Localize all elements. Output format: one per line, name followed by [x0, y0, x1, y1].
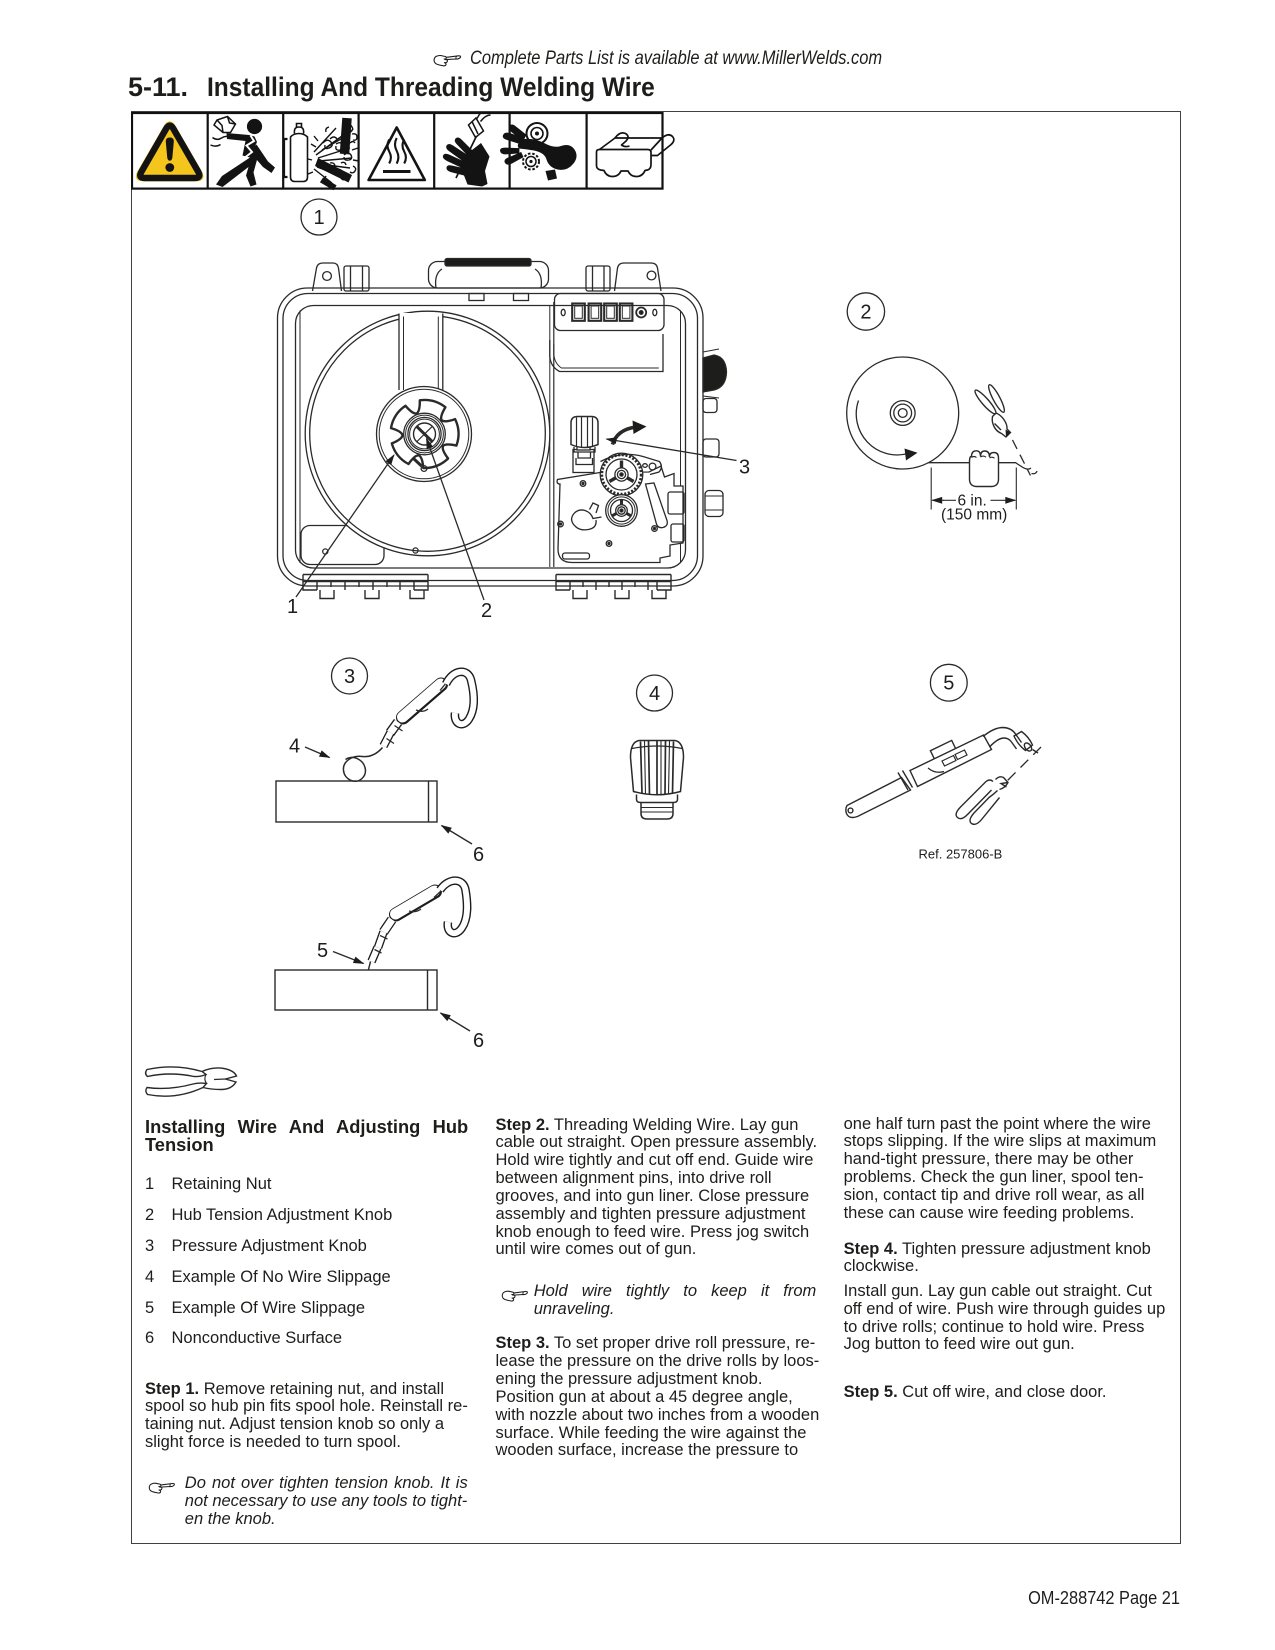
- svg-text:1: 1: [314, 207, 325, 229]
- svg-text:2: 2: [860, 302, 871, 324]
- svg-text:3: 3: [344, 666, 355, 688]
- svg-text:1: 1: [287, 596, 298, 618]
- svg-text:4: 4: [649, 683, 660, 705]
- svg-text:6: 6: [473, 1030, 484, 1052]
- svg-text:3: 3: [739, 457, 750, 479]
- svg-text:5: 5: [943, 673, 954, 695]
- svg-text:(150 mm): (150 mm): [941, 507, 1007, 524]
- svg-text:5: 5: [317, 940, 328, 962]
- svg-text:4: 4: [289, 736, 300, 758]
- svg-text:6 in.: 6 in.: [958, 493, 987, 510]
- svg-text:Ref. 257806-B: Ref. 257806-B: [919, 847, 1003, 862]
- svg-text:2: 2: [481, 600, 492, 622]
- svg-text:6: 6: [473, 844, 484, 866]
